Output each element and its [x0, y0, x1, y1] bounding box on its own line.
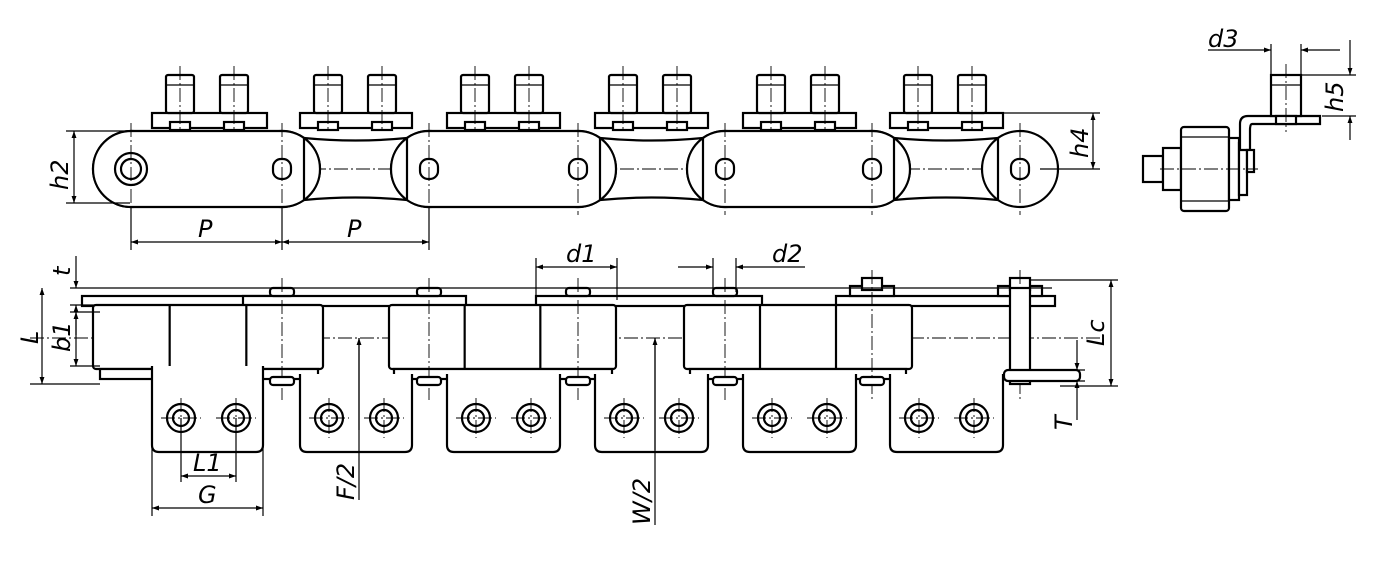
- p-label-1: P: [198, 215, 213, 243]
- pin-bottom-cap: [268, 375, 296, 387]
- lc-label: Lc: [1082, 319, 1110, 346]
- attachment-plate: [298, 111, 414, 130]
- outer-plate: [241, 294, 468, 308]
- link-plate-waist: [598, 136, 705, 202]
- h2-label: h2: [46, 160, 74, 190]
- l1-label: L1: [193, 449, 222, 477]
- plan-view: [30, 270, 1100, 454]
- p-label-2: P: [347, 215, 362, 243]
- t-upper-label: T: [1050, 413, 1078, 430]
- h5-label: h5: [1321, 82, 1349, 112]
- pin-bottom-cap: [415, 375, 443, 387]
- spring-clip: [1002, 368, 1082, 383]
- side-view: [91, 66, 1062, 215]
- w-half-label: W/2: [628, 478, 656, 525]
- l-label: L: [16, 331, 44, 344]
- d3-label: d3: [1208, 25, 1239, 53]
- pin-bottom-cap: [711, 375, 739, 387]
- link-plate-waist: [302, 136, 409, 202]
- h4-label: h4: [1066, 128, 1094, 158]
- roller-body: [682, 303, 914, 371]
- outer-plate: [534, 294, 764, 308]
- roller-body: [91, 303, 325, 371]
- d2-label: d2: [772, 240, 803, 268]
- roller-body: [387, 303, 618, 371]
- f-half-label: F/2: [332, 463, 360, 500]
- outer-plate: [834, 294, 1057, 308]
- b1-label: b1: [48, 321, 76, 352]
- link-plate-waist: [892, 136, 1000, 202]
- t-label: t: [48, 265, 76, 276]
- pin-bottom-cap: [564, 375, 592, 387]
- g-label: G: [198, 481, 217, 509]
- end-view: d3 h5: [1141, 25, 1356, 213]
- pin-bottom-cap: [858, 375, 886, 387]
- d1-label: d1: [566, 240, 597, 268]
- plan-view-dimensions: t L b1 d1 d2 Lc T: [16, 240, 1118, 525]
- side-view-dimensions: h2 P P h4: [46, 112, 1100, 250]
